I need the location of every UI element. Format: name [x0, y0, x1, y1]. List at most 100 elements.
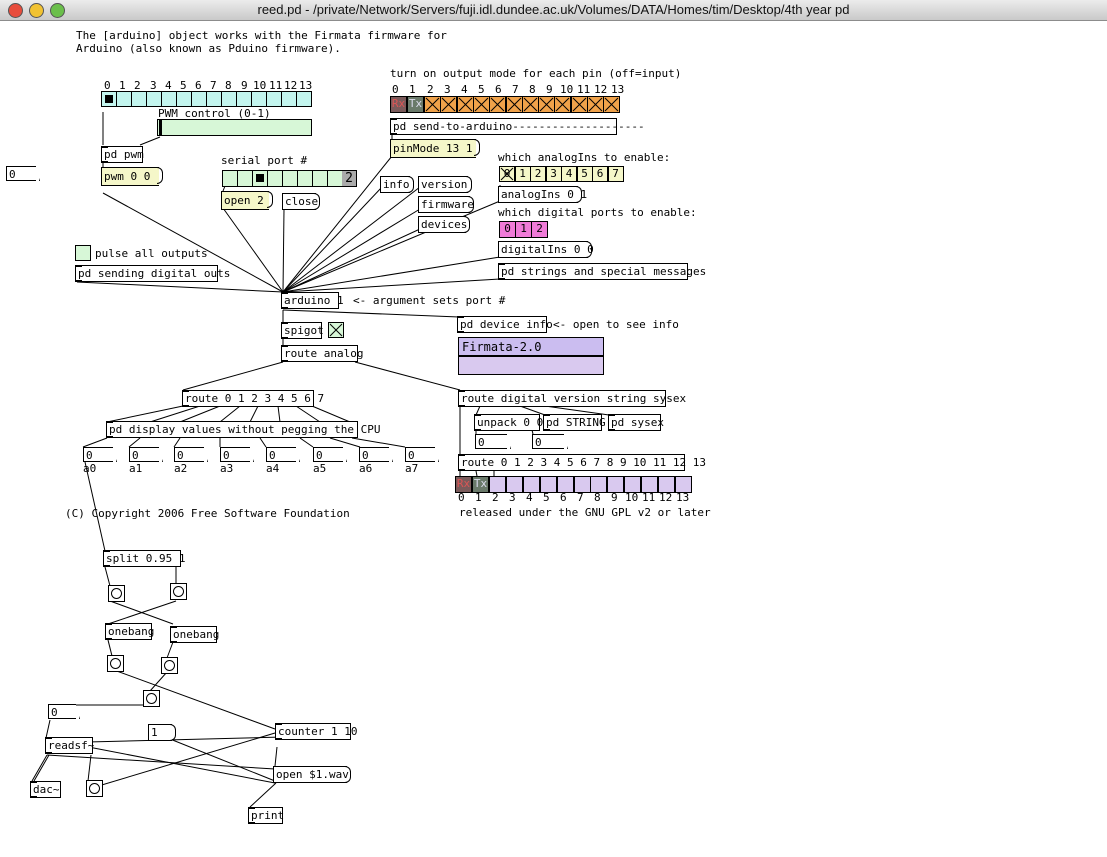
one-message[interactable]: 1 — [148, 724, 176, 741]
version-message[interactable]: version — [418, 176, 472, 193]
onebang-bang-1[interactable] — [107, 655, 124, 672]
pwm-radio-cell-2[interactable] — [131, 91, 147, 107]
close-port-message[interactable]: close — [282, 193, 320, 210]
analog-enable-cell-1[interactable]: 1 — [514, 166, 531, 182]
pd-pwm[interactable]: pd pwm — [101, 146, 144, 163]
unpack-object[interactable]: unpack 0 0 — [474, 414, 543, 431]
split-bang-2[interactable] — [170, 583, 187, 600]
output-mode-toggle-9[interactable] — [538, 96, 556, 113]
digital-enable-cell-2[interactable]: 2 — [531, 221, 548, 238]
analog-enable-cell-2[interactable]: 2 — [530, 166, 546, 182]
output-mode-toggle-11[interactable] — [570, 96, 588, 113]
digitalins-message[interactable]: digitalIns 0 0 — [498, 241, 594, 258]
serial-radio-cell-0[interactable] — [223, 171, 238, 186]
output-mode-toggle-6[interactable] — [489, 96, 507, 113]
serial-radio-cell-7[interactable] — [328, 171, 343, 186]
analog-enable-cell-3[interactable]: 3 — [545, 166, 562, 182]
route-analog-object[interactable]: route analog — [281, 345, 363, 362]
output-mode-toggle-8[interactable] — [521, 96, 539, 113]
counter-object[interactable]: counter 1 10 — [275, 723, 357, 740]
open-port-message[interactable]: open 2 — [221, 191, 273, 210]
digital-enable-cell-0[interactable]: 0 — [499, 221, 516, 238]
pwm-radio-cell-8[interactable] — [221, 91, 237, 107]
zoom-window-button[interactable] — [50, 3, 65, 18]
pd-strings-special[interactable]: pd strings and special messages — [498, 263, 706, 280]
analog-value-2[interactable]: 0 — [174, 447, 204, 462]
output-mode-toggle-13[interactable] — [603, 96, 621, 113]
left-number-box[interactable]: 0 — [6, 166, 36, 181]
pd-string-object[interactable]: pd STRING — [543, 414, 606, 431]
analog-value-6[interactable]: 0 — [359, 447, 389, 462]
output-mode-toggle-7[interactable] — [505, 96, 523, 113]
spigot-toggle[interactable] — [328, 322, 344, 338]
devices-message[interactable]: devices — [418, 216, 470, 233]
serial-port-radio[interactable]: 2 — [222, 170, 357, 187]
output-mode-toggle-12[interactable] — [587, 96, 604, 113]
readsf-done-bang[interactable] — [86, 780, 103, 797]
close-window-button[interactable] — [8, 3, 23, 18]
firmware-message[interactable]: firmware — [418, 196, 474, 213]
pd-sysex-object[interactable]: pd sysex — [608, 414, 664, 431]
analog-enable-cell-0[interactable]: 0 — [499, 166, 515, 182]
unpack-number-2[interactable]: 0 — [532, 434, 564, 449]
analog-value-5[interactable]: 0 — [313, 447, 343, 462]
open-wav-message[interactable]: open $1.wav — [273, 766, 351, 783]
onebang-bang-2[interactable] — [161, 657, 178, 674]
readsf-object[interactable]: readsf~ — [45, 737, 94, 754]
output-mode-toggle-3[interactable] — [440, 96, 458, 113]
analog-enable-cell-5[interactable]: 5 — [576, 166, 593, 182]
pwm-radio-cell-9[interactable] — [236, 91, 252, 107]
onebang-object-2[interactable]: onebang — [170, 626, 219, 643]
pwm-radio-cell-3[interactable] — [146, 91, 162, 107]
route-0-7-object[interactable]: route 0 1 2 3 4 5 6 7 — [182, 390, 324, 407]
pd-sending-digital-outs[interactable]: pd sending digital outs — [75, 265, 230, 282]
analog-value-0[interactable]: 0 — [83, 447, 113, 462]
analog-enable-cell-6[interactable]: 6 — [592, 166, 608, 182]
pwm-radio-cell-0[interactable] — [101, 91, 117, 107]
info-message[interactable]: info — [380, 176, 414, 193]
arduino-object[interactable]: arduino 1 — [281, 292, 344, 309]
minimize-window-button[interactable] — [29, 3, 44, 18]
readsf-number-box[interactable]: 0 — [48, 704, 76, 719]
serial-radio-cell-4[interactable] — [283, 171, 298, 186]
route-digital-object[interactable]: route digital version string sysex — [458, 390, 686, 407]
digital-enable-cell-1[interactable]: 1 — [515, 221, 532, 238]
onebang-object-1[interactable]: onebang — [105, 623, 154, 640]
serial-radio-cell-3[interactable] — [268, 171, 283, 186]
output-mode-toggle-2[interactable] — [424, 96, 441, 113]
route-0-13-object[interactable]: route 0 1 2 3 4 5 6 7 8 9 10 11 12 13 — [458, 454, 706, 471]
output-mode-toggle-10[interactable] — [554, 96, 572, 113]
pwm-radio-cell-13[interactable] — [296, 91, 312, 107]
pwm-message[interactable]: pwm 0 0 — [101, 167, 163, 186]
pwm-radio-cell-11[interactable] — [266, 91, 282, 107]
pwm-control-slider[interactable] — [157, 119, 312, 136]
serial-radio-cell-1[interactable] — [238, 171, 253, 186]
pwm-radio-cell-1[interactable] — [116, 91, 132, 107]
serial-radio-cell-5[interactable] — [298, 171, 313, 186]
pd-display-values[interactable]: pd display values without pegging the CP… — [106, 421, 381, 438]
pwm-radio-cell-4[interactable] — [161, 91, 177, 107]
analog-value-7[interactable]: 0 — [405, 447, 435, 462]
pd-send-to-arduino[interactable]: pd send-to-arduino-------------------- — [390, 118, 645, 135]
analog-enable-cell-4[interactable]: 4 — [561, 166, 577, 182]
unpack-number-1[interactable]: 0 — [475, 434, 507, 449]
pwm-radio-cell-5[interactable] — [176, 91, 192, 107]
serial-radio-cell-2[interactable] — [253, 171, 268, 186]
analog-value-4[interactable]: 0 — [266, 447, 296, 462]
split-bang-1[interactable] — [108, 585, 125, 602]
merge-bang[interactable] — [143, 690, 160, 707]
pulse-all-toggle[interactable] — [75, 245, 91, 261]
pwm-radio-cell-7[interactable] — [206, 91, 222, 107]
spigot-object[interactable]: spigot — [281, 322, 324, 339]
pwm-radio-cell-12[interactable] — [281, 91, 297, 107]
output-mode-toggle-5[interactable] — [472, 96, 490, 113]
pwm-pin-radio[interactable] — [101, 91, 312, 107]
split-object[interactable]: split 0.95 1 — [103, 550, 185, 567]
analogins-message[interactable]: analogIns 0 1 — [498, 186, 587, 203]
pwm-radio-cell-6[interactable] — [191, 91, 207, 107]
analog-value-1[interactable]: 0 — [129, 447, 159, 462]
pd-device-info[interactable]: pd device info — [457, 316, 553, 333]
dac-object[interactable]: dac~ — [30, 781, 61, 798]
pwm-radio-cell-10[interactable] — [251, 91, 267, 107]
pinmode-message[interactable]: pinMode 13 1 — [390, 139, 480, 158]
